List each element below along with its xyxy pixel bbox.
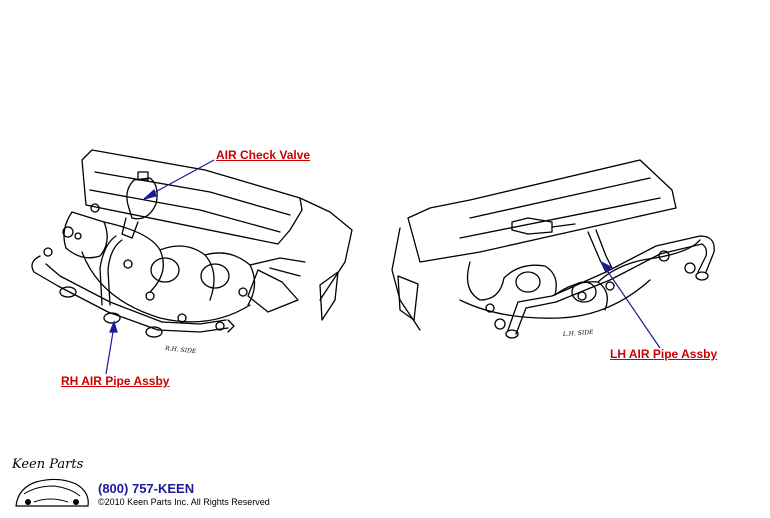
rh-side-label: R.H. SIDE — [164, 345, 197, 355]
keen-parts-logo: Keen Parts — [11, 457, 89, 507]
lh-air-pipe-link[interactable]: LH AIR Pipe Assby — [610, 347, 718, 361]
leader-rh-air-pipe — [105, 325, 115, 375]
arrow-head-air-check-valve — [143, 188, 157, 200]
logo-script: Keen Parts — [11, 457, 84, 472]
leader-lh-air-pipe — [603, 265, 661, 349]
lh-engine-drawing — [391, 159, 715, 339]
air-check-valve-link[interactable]: AIR Check Valve — [216, 148, 311, 162]
arrow-head-rh-air-pipe — [109, 320, 118, 333]
leader-air-check-valve — [147, 159, 215, 197]
rh-air-pipe-link[interactable]: RH AIR Pipe Assby — [61, 374, 170, 388]
leader-lines — [105, 159, 661, 375]
copyright-text: ©2010 Keen Parts Inc. All Rights Reserve… — [98, 497, 270, 507]
rh-engine-drawing — [31, 149, 353, 338]
phone-number: (800) 757-KEEN — [98, 481, 195, 496]
arrow-head-lh-air-pipe — [599, 260, 612, 274]
lh-side-label: L.H. SIDE — [562, 329, 595, 338]
